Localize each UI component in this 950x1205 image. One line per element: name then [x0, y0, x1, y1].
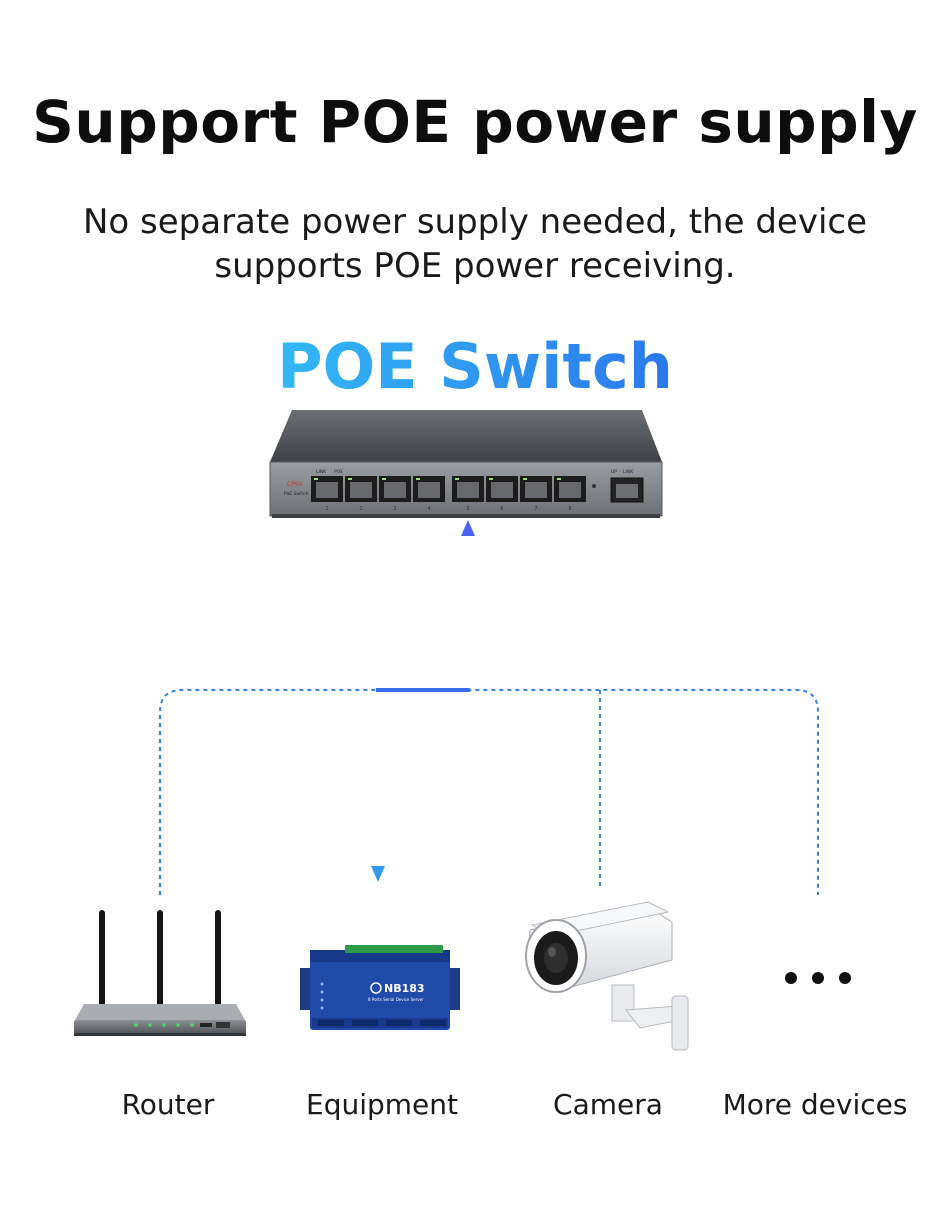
- device-label-camera: Camera: [553, 1088, 663, 1121]
- device-label-equipment: Equipment: [306, 1088, 458, 1121]
- page-title: Support POE power supply: [32, 88, 918, 156]
- switch-brand: CPSV: [287, 481, 304, 488]
- cctv-camera-icon: [525, 901, 689, 1051]
- switch-port-number: 4: [427, 506, 430, 512]
- switch-port-number: 3: [393, 506, 396, 512]
- poe-switch-icon: 1 2 3 4 5 6 7 8 CPSV PoE Switch LINK POE UP LIN…: [269, 410, 663, 518]
- page-subtitle: No separate power supply needed, the dev…: [82, 202, 868, 286]
- serial-server-icon: NB183 8 Ports Serial Device Server: [300, 945, 460, 1030]
- dashed-bus-connector: [159, 689, 819, 895]
- switch-port-number: 5: [466, 506, 469, 512]
- switch-poe-label: POE: [334, 469, 343, 475]
- switch-port: [452, 476, 484, 502]
- switch-port-group: 1 2 3 4 5 6 7 8: [311, 476, 586, 512]
- device-label-router: Router: [121, 1088, 215, 1121]
- switch-port-number: 2: [359, 506, 362, 512]
- switch-uplink-label: LINK: [623, 469, 634, 475]
- more-dots-icon: [785, 972, 851, 984]
- switch-port: [486, 476, 518, 502]
- arrow-up-icon: [461, 520, 475, 536]
- switch-port: [379, 476, 411, 502]
- switch-port-number: 6: [500, 506, 503, 512]
- switch-port-number: 1: [325, 506, 328, 512]
- switch-heading: POE Switch: [0, 330, 950, 403]
- switch-port: [520, 476, 552, 502]
- router-icon: [74, 910, 246, 1036]
- device-label-more-devices: More devices: [722, 1088, 908, 1121]
- switch-port-number: 8: [568, 506, 571, 512]
- switch-link-label: LINK: [316, 469, 327, 475]
- equipment-model-subtitle: 8 Ports Serial Device Server: [368, 997, 424, 1002]
- switch-heading-text: POE Switch: [277, 330, 673, 403]
- switch-port: [345, 476, 377, 502]
- switch-model: PoE Switch: [284, 491, 309, 497]
- switch-port: [554, 476, 586, 502]
- switch-port: [413, 476, 445, 502]
- switch-up-label: UP: [611, 469, 617, 475]
- arrow-down-icon: [371, 866, 385, 882]
- switch-port-number: 7: [534, 506, 537, 512]
- equipment-model-name: NB183: [384, 982, 425, 995]
- switch-port: [311, 476, 343, 502]
